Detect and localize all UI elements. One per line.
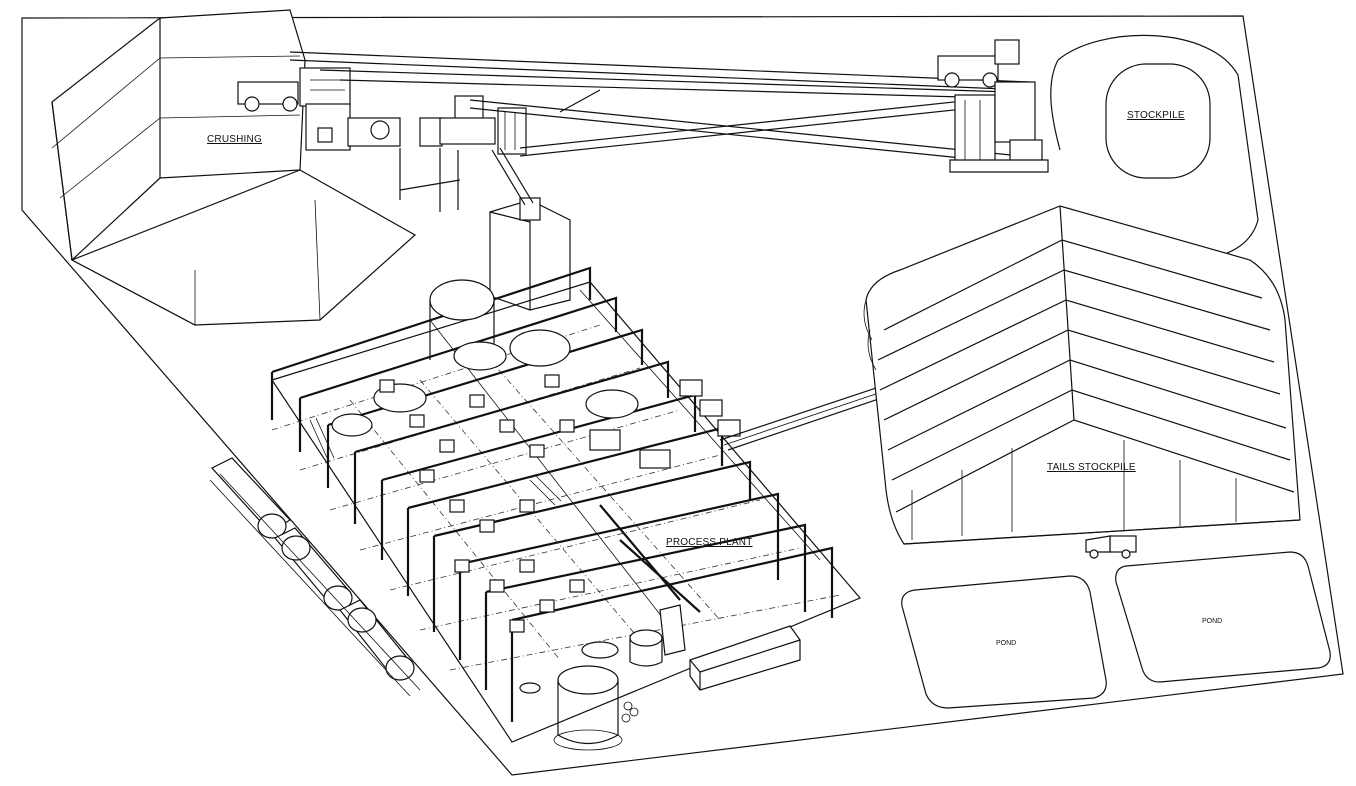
crushing-structure [51,9,417,326]
site-boundary [21,15,1344,776]
overland-conveyors [289,51,1041,167]
haul-truck [1085,535,1137,559]
label-crushing: CRUSHING [207,134,262,145]
crusher-equipment [237,67,527,212]
label-stockpile: STOCKPILE [1127,110,1185,121]
rail-cars [209,457,421,697]
tails-stockpile-building [863,205,1301,545]
process-tanks [519,629,663,751]
label-process-plant: PROCESS PLANT [666,537,753,548]
mill-building [489,147,571,311]
label-tails-stockpile: TAILS STOCKPILE [1047,462,1136,473]
process-plant [270,266,861,743]
label-pond-right: POND [1202,618,1222,625]
stockpile-area [1050,34,1259,261]
reagent-building [689,625,801,691]
stockpile-transfer-equipment [937,39,1049,173]
label-pond-left: POND [996,640,1016,647]
ponds [901,551,1331,709]
